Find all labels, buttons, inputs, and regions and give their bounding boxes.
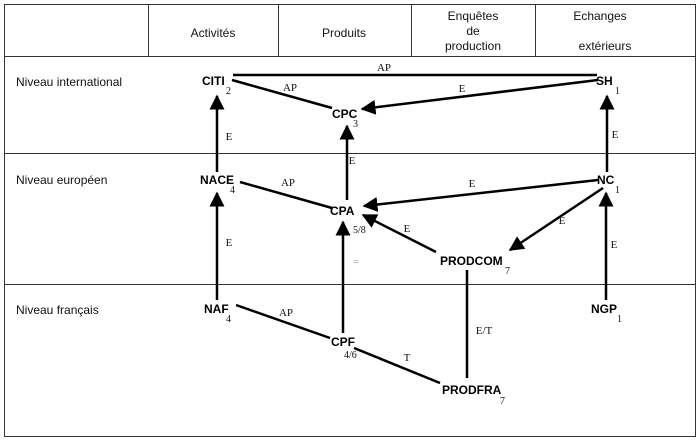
label-cpf-prodfra: T bbox=[404, 352, 411, 364]
label-citi-cpc: AP bbox=[283, 82, 297, 94]
edge-cpf-prodfra bbox=[353, 346, 441, 385]
edge-nc-prodcom bbox=[508, 186, 604, 252]
label-nace-cpa: AP bbox=[281, 177, 295, 189]
node-prodcom-label: PRODCOM bbox=[440, 254, 503, 268]
level-international: Niveau international bbox=[16, 75, 122, 89]
node-nc: NC 1 bbox=[597, 173, 620, 196]
edge-citi-cpc bbox=[231, 78, 333, 110]
header-enquetes-1: Enquêtes bbox=[448, 9, 499, 23]
node-ngp: NGP 1 bbox=[591, 302, 622, 325]
label-naf-nace: E bbox=[226, 237, 233, 249]
nodes: CITI 2 SH 1 CPC 3 NACE 4 NC 1 CPA 5/8 PR… bbox=[200, 74, 622, 407]
node-cpa: CPA 5/8 bbox=[330, 204, 366, 236]
node-nace-sub: 4 bbox=[230, 185, 235, 196]
label-equal: = bbox=[353, 256, 359, 268]
edge-prodcom-cpa bbox=[361, 213, 437, 254]
level-labels: Niveau international Niveau européen Niv… bbox=[16, 75, 122, 317]
node-prodfra: PRODFRA 7 bbox=[442, 383, 505, 407]
node-nace: NACE 4 bbox=[200, 173, 235, 196]
label-citi-sh: AP bbox=[377, 62, 391, 74]
table-header: Activités Produits Enquêtes de productio… bbox=[191, 9, 632, 53]
node-prodfra-label: PRODFRA bbox=[442, 383, 502, 397]
node-nace-label: NACE bbox=[200, 173, 234, 187]
label-ngp-nc: E bbox=[611, 239, 618, 251]
header-activites: Activités bbox=[191, 26, 236, 40]
header-produits: Produits bbox=[322, 26, 366, 40]
header-enquetes-3: production bbox=[445, 39, 501, 53]
node-sh-sub: 1 bbox=[615, 86, 620, 97]
node-cpf-label: CPF bbox=[331, 335, 355, 349]
label-sh-cpc: E bbox=[459, 83, 466, 95]
node-cpf: CPF 4/6 bbox=[331, 335, 357, 361]
node-nc-sub: 1 bbox=[615, 185, 620, 196]
node-cpa-sub: 5/8 bbox=[353, 225, 366, 236]
node-sh-label: SH bbox=[596, 74, 613, 88]
label-naf-cpf: AP bbox=[279, 307, 293, 319]
node-ngp-label: NGP bbox=[591, 302, 617, 316]
node-cpa-label: CPA bbox=[330, 204, 355, 218]
node-cpc-label: CPC bbox=[332, 107, 358, 121]
node-prodfra-sub: 7 bbox=[500, 396, 505, 407]
node-citi: CITI 2 bbox=[202, 74, 231, 97]
node-cpc-sub: 3 bbox=[353, 119, 358, 130]
node-sh: SH 1 bbox=[596, 74, 620, 97]
edge-labels: AP AP E E E E AP E E E = E E AP T E/T bbox=[226, 62, 619, 364]
node-naf-label: NAF bbox=[204, 302, 229, 316]
node-ngp-sub: 1 bbox=[617, 314, 622, 325]
node-citi-sub: 2 bbox=[226, 86, 231, 97]
table-grid bbox=[4, 4, 696, 437]
node-prodcom-sub: 7 bbox=[505, 266, 510, 277]
header-echanges-1: Echanges bbox=[573, 9, 626, 23]
label-cpa-cpc: E bbox=[349, 155, 356, 167]
header-echanges-2: extérieurs bbox=[579, 39, 632, 53]
edge-naf-cpf bbox=[235, 303, 331, 340]
label-nc-prodcom: E bbox=[559, 215, 566, 227]
node-nc-label: NC bbox=[597, 173, 615, 187]
node-cpc: CPC 3 bbox=[332, 107, 358, 130]
node-citi-label: CITI bbox=[202, 74, 225, 88]
label-nc-cpa: E bbox=[469, 178, 476, 190]
label-prodcom-cpa: E bbox=[404, 223, 411, 235]
level-francais: Niveau français bbox=[16, 303, 99, 317]
node-naf-sub: 4 bbox=[226, 314, 231, 325]
label-nc-sh: E bbox=[612, 129, 619, 141]
node-cpf-sub: 4/6 bbox=[344, 350, 357, 361]
node-prodcom: PRODCOM 7 bbox=[440, 254, 510, 277]
edge-sh-cpc bbox=[360, 78, 599, 115]
label-prodcom-prodfra: E/T bbox=[476, 325, 493, 337]
level-europeen: Niveau européen bbox=[16, 173, 107, 187]
edge-nace-cpa bbox=[239, 180, 333, 210]
node-naf: NAF 4 bbox=[204, 302, 231, 325]
edge-nc-cpa bbox=[362, 178, 599, 212]
header-enquetes-2: de bbox=[466, 24, 480, 38]
label-nace-citi: E bbox=[226, 131, 233, 143]
edges bbox=[209, 73, 615, 385]
